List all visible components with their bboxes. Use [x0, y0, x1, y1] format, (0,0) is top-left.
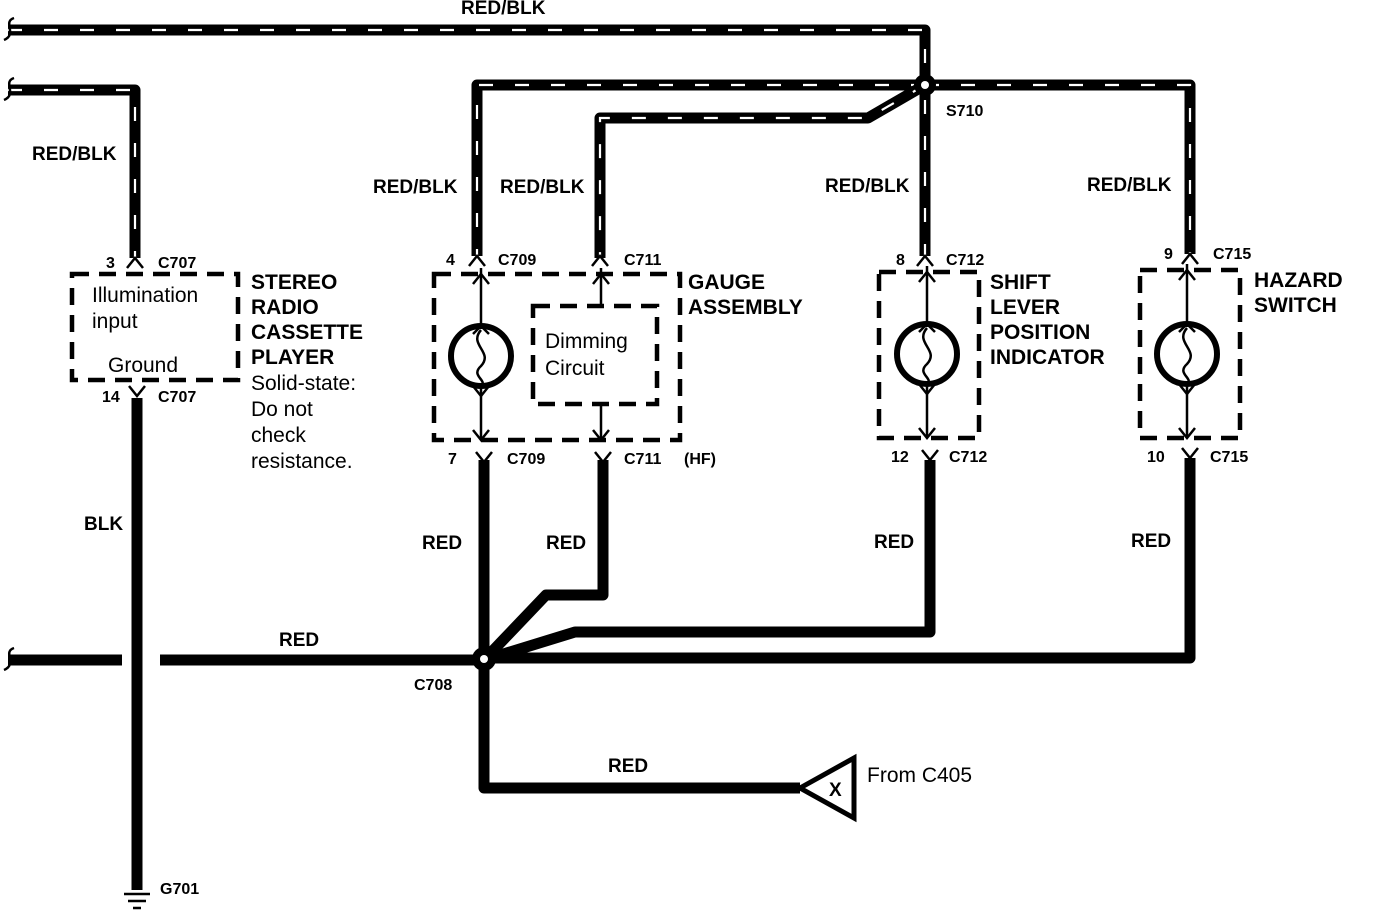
radio-note-line-3: check [251, 424, 306, 447]
c405-feed-symbol [794, 753, 857, 823]
wire-label-shift-red-blk: RED/BLK [825, 176, 910, 197]
radio-name-line-4: PLAYER [251, 346, 334, 369]
gauge-name-line-2: ASSEMBLY [688, 296, 803, 319]
radio-ground-label: Ground [108, 354, 178, 377]
c405-feed-letter: X [829, 780, 842, 801]
radio-input-line-2: input [92, 310, 138, 333]
hazard-bulb-icon [1154, 321, 1220, 387]
shift-bottom-pin: 12 [891, 449, 909, 466]
dimming-circuit-line-2: Circuit [545, 357, 605, 380]
shift-name-line-1: SHIFT [990, 271, 1051, 294]
radio-note-line-2: Do not [251, 398, 313, 421]
gauge-top-left-connector: C709 [498, 252, 536, 269]
splice-c708-label: C708 [414, 677, 452, 694]
wire-label-gauge-right-red: RED [546, 533, 586, 554]
wire-label-hazard-red: RED [1131, 531, 1171, 552]
hazard-top-connector: C715 [1213, 246, 1251, 263]
hazard-name-line-1: HAZARD [1254, 269, 1343, 292]
ground-label: G701 [160, 881, 199, 898]
shift-bottom-connector: C712 [949, 449, 987, 466]
wire-label-gauge-left-red-blk: RED/BLK [373, 177, 458, 198]
shift-top-pin: 8 [896, 252, 905, 269]
wire-label-main-red: RED [279, 630, 319, 651]
wire-label-feed-red: RED [608, 756, 648, 777]
gauge-top-left-pin: 4 [446, 252, 455, 269]
shift-name-line-4: INDICATOR [990, 346, 1105, 369]
gauge-assembly-component [431, 253, 683, 465]
wire-label-top-red-blk: RED/BLK [461, 0, 546, 19]
red-blk-wires [8, 24, 1196, 258]
radio-top-connector: C707 [158, 255, 196, 272]
wire-label-gauge-left-red: RED [422, 533, 462, 554]
hazard-top-pin: 9 [1164, 246, 1173, 263]
red-wires [8, 398, 1196, 890]
radio-bottom-connector: C707 [158, 389, 196, 406]
shift-top-connector: C712 [946, 252, 984, 269]
wire-label-gauge-right-red-blk: RED/BLK [500, 177, 585, 198]
radio-note-line-4: resistance. [251, 450, 353, 473]
gauge-bulb-icon [448, 323, 514, 389]
shift-indicator-component [876, 253, 982, 463]
gauge-bottom-right-connector: C711 [624, 451, 661, 468]
ground-icon [124, 892, 150, 910]
radio-note-line-1: Solid-state: [251, 372, 356, 395]
radio-top-pin: 3 [106, 255, 115, 272]
radio-bottom-pin: 14 [102, 389, 120, 406]
radio-name-line-1: STEREO [251, 271, 337, 294]
shift-name-line-3: POSITION [990, 321, 1090, 344]
dimming-circuit-line-1: Dimming [545, 330, 628, 353]
hazard-bottom-pin: 10 [1147, 449, 1165, 466]
c405-feed-label: From C405 [867, 764, 972, 787]
splice-s710-label: S710 [946, 103, 983, 120]
gauge-bottom-left-pin: 7 [448, 451, 457, 468]
gauge-top-right-connector: C711 [624, 252, 661, 269]
radio-input-line-1: Illumination [92, 284, 198, 307]
radio-component [69, 255, 241, 399]
radio-name-line-3: CASSETTE [251, 321, 363, 344]
shift-bulb-icon [894, 321, 960, 387]
wire-break-marks [3, 16, 15, 672]
wire-label-radio-red-blk: RED/BLK [32, 144, 117, 165]
shift-name-line-2: LEVER [990, 296, 1060, 319]
radio-name-line-2: RADIO [251, 296, 319, 319]
hazard-bottom-connector: C715 [1210, 449, 1248, 466]
gauge-name-line-1: GAUGE [688, 271, 765, 294]
wire-label-hazard-red-blk: RED/BLK [1087, 175, 1172, 196]
gauge-bottom-left-connector: C709 [507, 451, 545, 468]
gauge-hf-note: (HF) [684, 451, 716, 468]
hazard-name-line-2: SWITCH [1254, 294, 1337, 317]
wire-label-radio-blk: BLK [84, 514, 123, 535]
hazard-switch-component [1137, 251, 1243, 461]
wire-label-shift-red: RED [874, 532, 914, 553]
